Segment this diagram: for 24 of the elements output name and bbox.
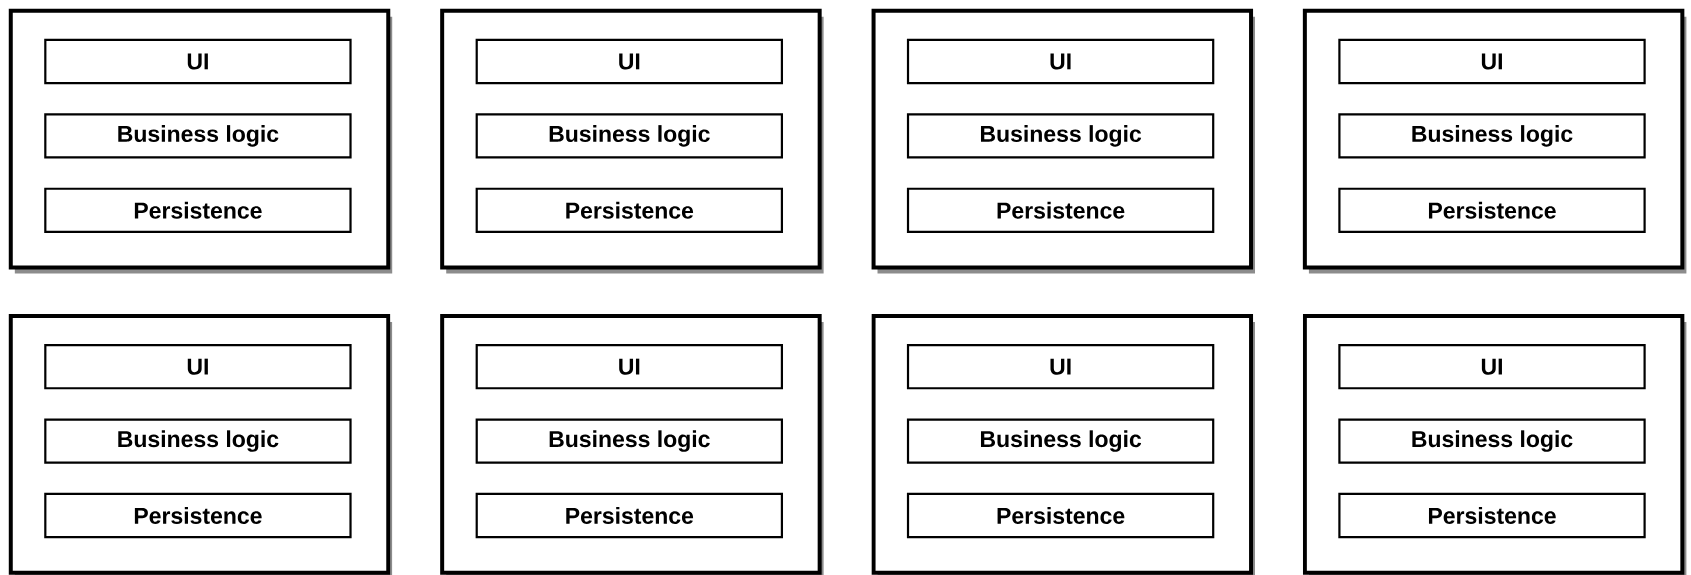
layer-box: UI	[1338, 38, 1646, 85]
layer-box: Persistence	[475, 187, 783, 233]
layer-box: UI	[906, 344, 1215, 390]
layer-box: Business logic	[906, 418, 1215, 464]
layer-box: Business logic	[906, 113, 1215, 159]
layer-box: Persistence	[44, 187, 352, 233]
layer-box: UI	[44, 344, 352, 390]
layer-box: Business logic	[475, 113, 783, 159]
layer-box: UI	[906, 38, 1215, 85]
layer-box: UI	[475, 344, 783, 390]
layer-box: Business logic	[44, 113, 352, 159]
layer-box: Business logic	[44, 418, 352, 464]
layer-box: Persistence	[906, 492, 1215, 539]
layer-box: UI	[475, 38, 783, 85]
layer-box: Persistence	[1338, 187, 1646, 233]
layer-box: Persistence	[1338, 492, 1646, 539]
layer-box: UI	[1338, 344, 1646, 390]
layer-box: Persistence	[44, 492, 352, 539]
layer-box: Persistence	[475, 492, 783, 539]
layer-box: Business logic	[1338, 113, 1646, 159]
layer-box: Persistence	[906, 187, 1215, 233]
layer-box: Business logic	[475, 418, 783, 464]
layer-box: Business logic	[1338, 418, 1646, 464]
layer-box: UI	[44, 38, 352, 85]
